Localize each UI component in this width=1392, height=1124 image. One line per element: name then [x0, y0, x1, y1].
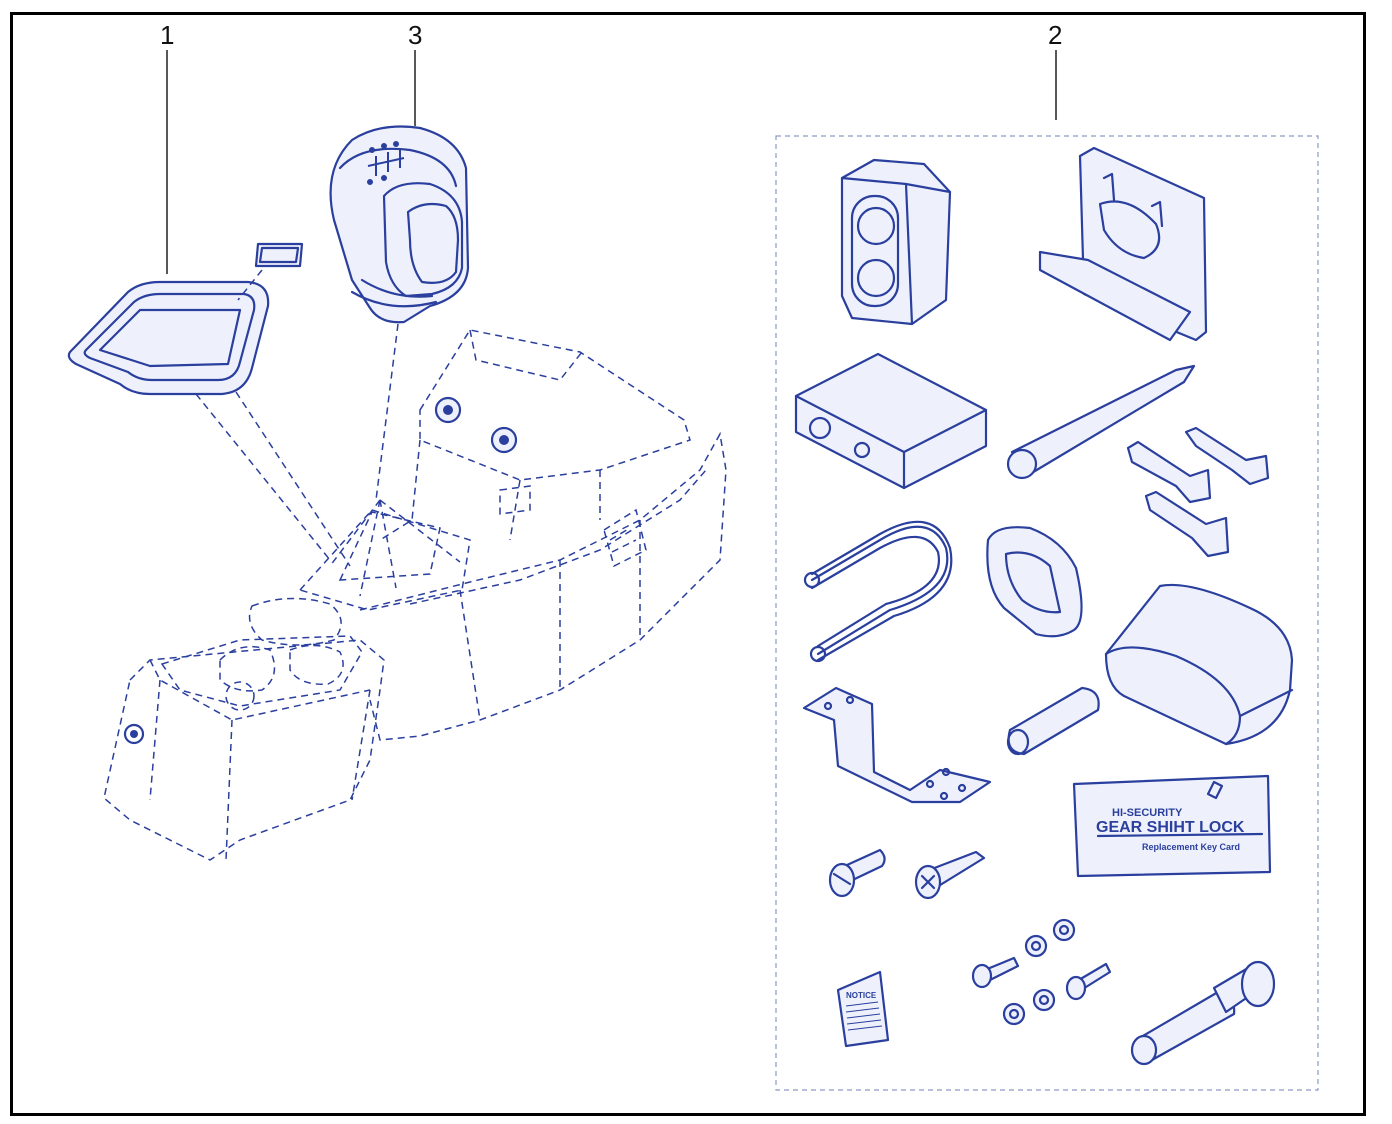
console-icon: [103, 329, 727, 861]
lock-plunger-icon: [1130, 960, 1276, 1066]
screws-icon: [828, 848, 986, 900]
callout-1: 1: [160, 20, 174, 274]
key-card-line3: Replacement Key Card: [1142, 842, 1240, 852]
trim-ring-icon: [67, 280, 270, 396]
notice-booklet-icon: NOTICE: [836, 970, 890, 1048]
diagram-frame: [10, 12, 1366, 1116]
key-card-line2: GEAR SHIHT LOCK: [1096, 819, 1245, 836]
key-card-icon: HI-SECURITY GEAR SHIHT LOCK Replacement …: [1072, 774, 1272, 878]
keys-icon: [1126, 426, 1270, 558]
lock-kit-icon: HI-SECURITY GEAR SHIHT LOCK Replacement …: [794, 146, 1294, 1066]
sleeve-icon: [1006, 686, 1100, 756]
callout-2: 2: [1048, 20, 1062, 120]
rod-icon: [1006, 364, 1196, 480]
grommet-icon: [986, 526, 1083, 638]
callout-3: 3: [408, 20, 422, 126]
fasteners-icon: [971, 918, 1112, 1026]
mounting-bracket-icon: [1038, 146, 1208, 342]
callout-1-label: 1: [160, 20, 174, 50]
gear-knob-icon: [329, 125, 470, 501]
lock-housing-icon: [840, 158, 952, 326]
foam-pad-icon: [1104, 583, 1294, 746]
z-bracket-icon: [802, 686, 992, 804]
control-box-icon: [794, 352, 988, 490]
notice-label: NOTICE: [846, 991, 877, 1000]
key-card-line1: HI-SECURITY: [1112, 807, 1183, 819]
callout-3-label: 3: [408, 20, 422, 50]
ring-plate-icon: [237, 242, 304, 301]
kit-box-border: [775, 135, 1319, 1091]
callout-2-label: 2: [1048, 20, 1062, 50]
u-clamp-icon: [803, 520, 953, 663]
